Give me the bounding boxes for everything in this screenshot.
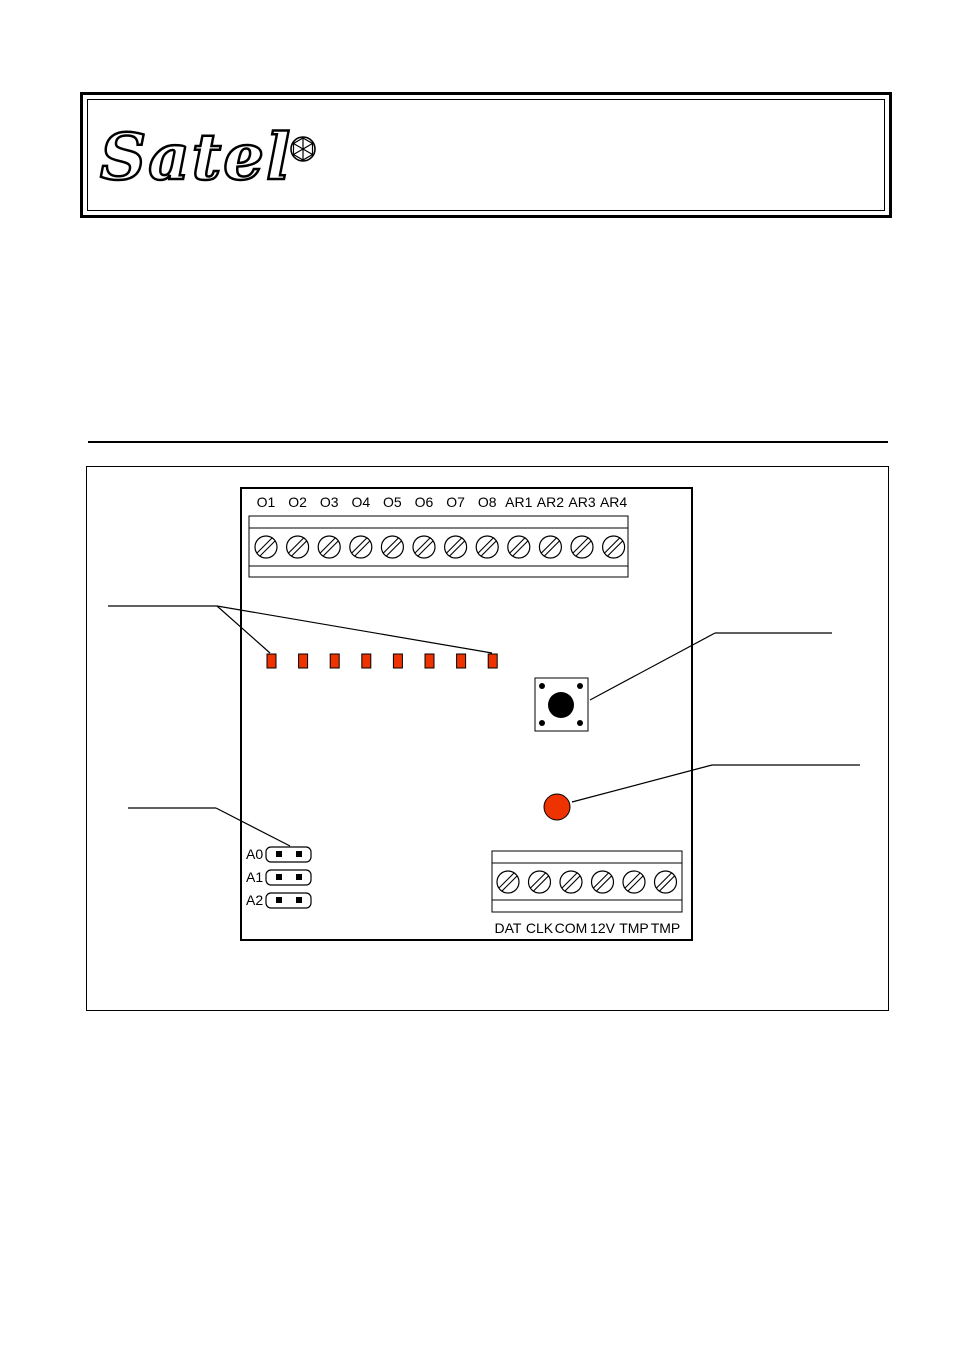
section-divider bbox=[88, 441, 888, 443]
header-inner-frame: Satel bbox=[87, 99, 885, 211]
satel-logo: Satel bbox=[99, 120, 293, 195]
diagram-frame bbox=[86, 466, 889, 1011]
satel-crystal-icon bbox=[290, 136, 316, 162]
header-box: Satel bbox=[80, 92, 892, 218]
